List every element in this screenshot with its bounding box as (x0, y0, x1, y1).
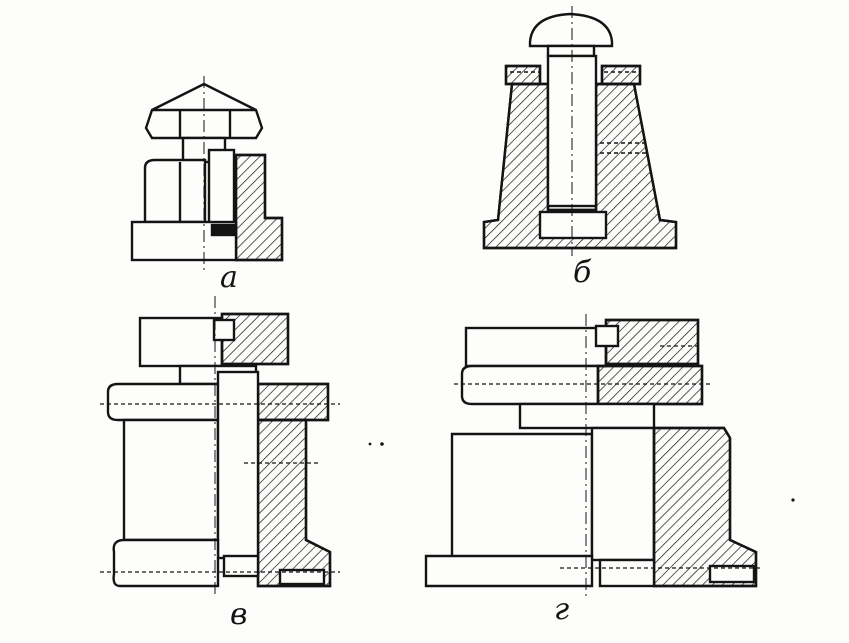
fig-b-flange (504, 64, 542, 86)
fig-v-body (122, 418, 220, 542)
fig-v (100, 296, 340, 598)
fig-v-bottom (112, 538, 220, 588)
fig-g-body (450, 432, 594, 560)
fig-label-a: а (220, 260, 238, 295)
fig-a (130, 76, 284, 270)
fig-g-base (424, 554, 594, 588)
fig-a-housing (234, 153, 284, 262)
stray-dot (368, 442, 372, 446)
fig-g-shaft (590, 426, 656, 562)
fig-a-nut (143, 158, 207, 224)
fig-v-flange (106, 382, 220, 422)
fig-g-body-hatch (652, 426, 758, 588)
fig-g-top-left (464, 326, 608, 368)
stray-dot (791, 498, 795, 502)
fig-b (482, 6, 678, 256)
stray-dot (380, 442, 384, 446)
fig-b-head (528, 12, 614, 48)
fig-g (424, 314, 760, 596)
fig-a-shaft (207, 148, 236, 230)
fig-g-mid (460, 364, 600, 406)
fig-label-g: г (554, 592, 570, 627)
fig-label-b: б (573, 255, 592, 290)
fig-b-plug (538, 210, 608, 240)
fig-label-v: в (230, 597, 248, 632)
fig-v-body-hatch (256, 418, 332, 588)
fig-v-shaft (216, 370, 260, 560)
fig-v-top-left (138, 316, 224, 368)
fig-g-top-right (604, 318, 700, 366)
